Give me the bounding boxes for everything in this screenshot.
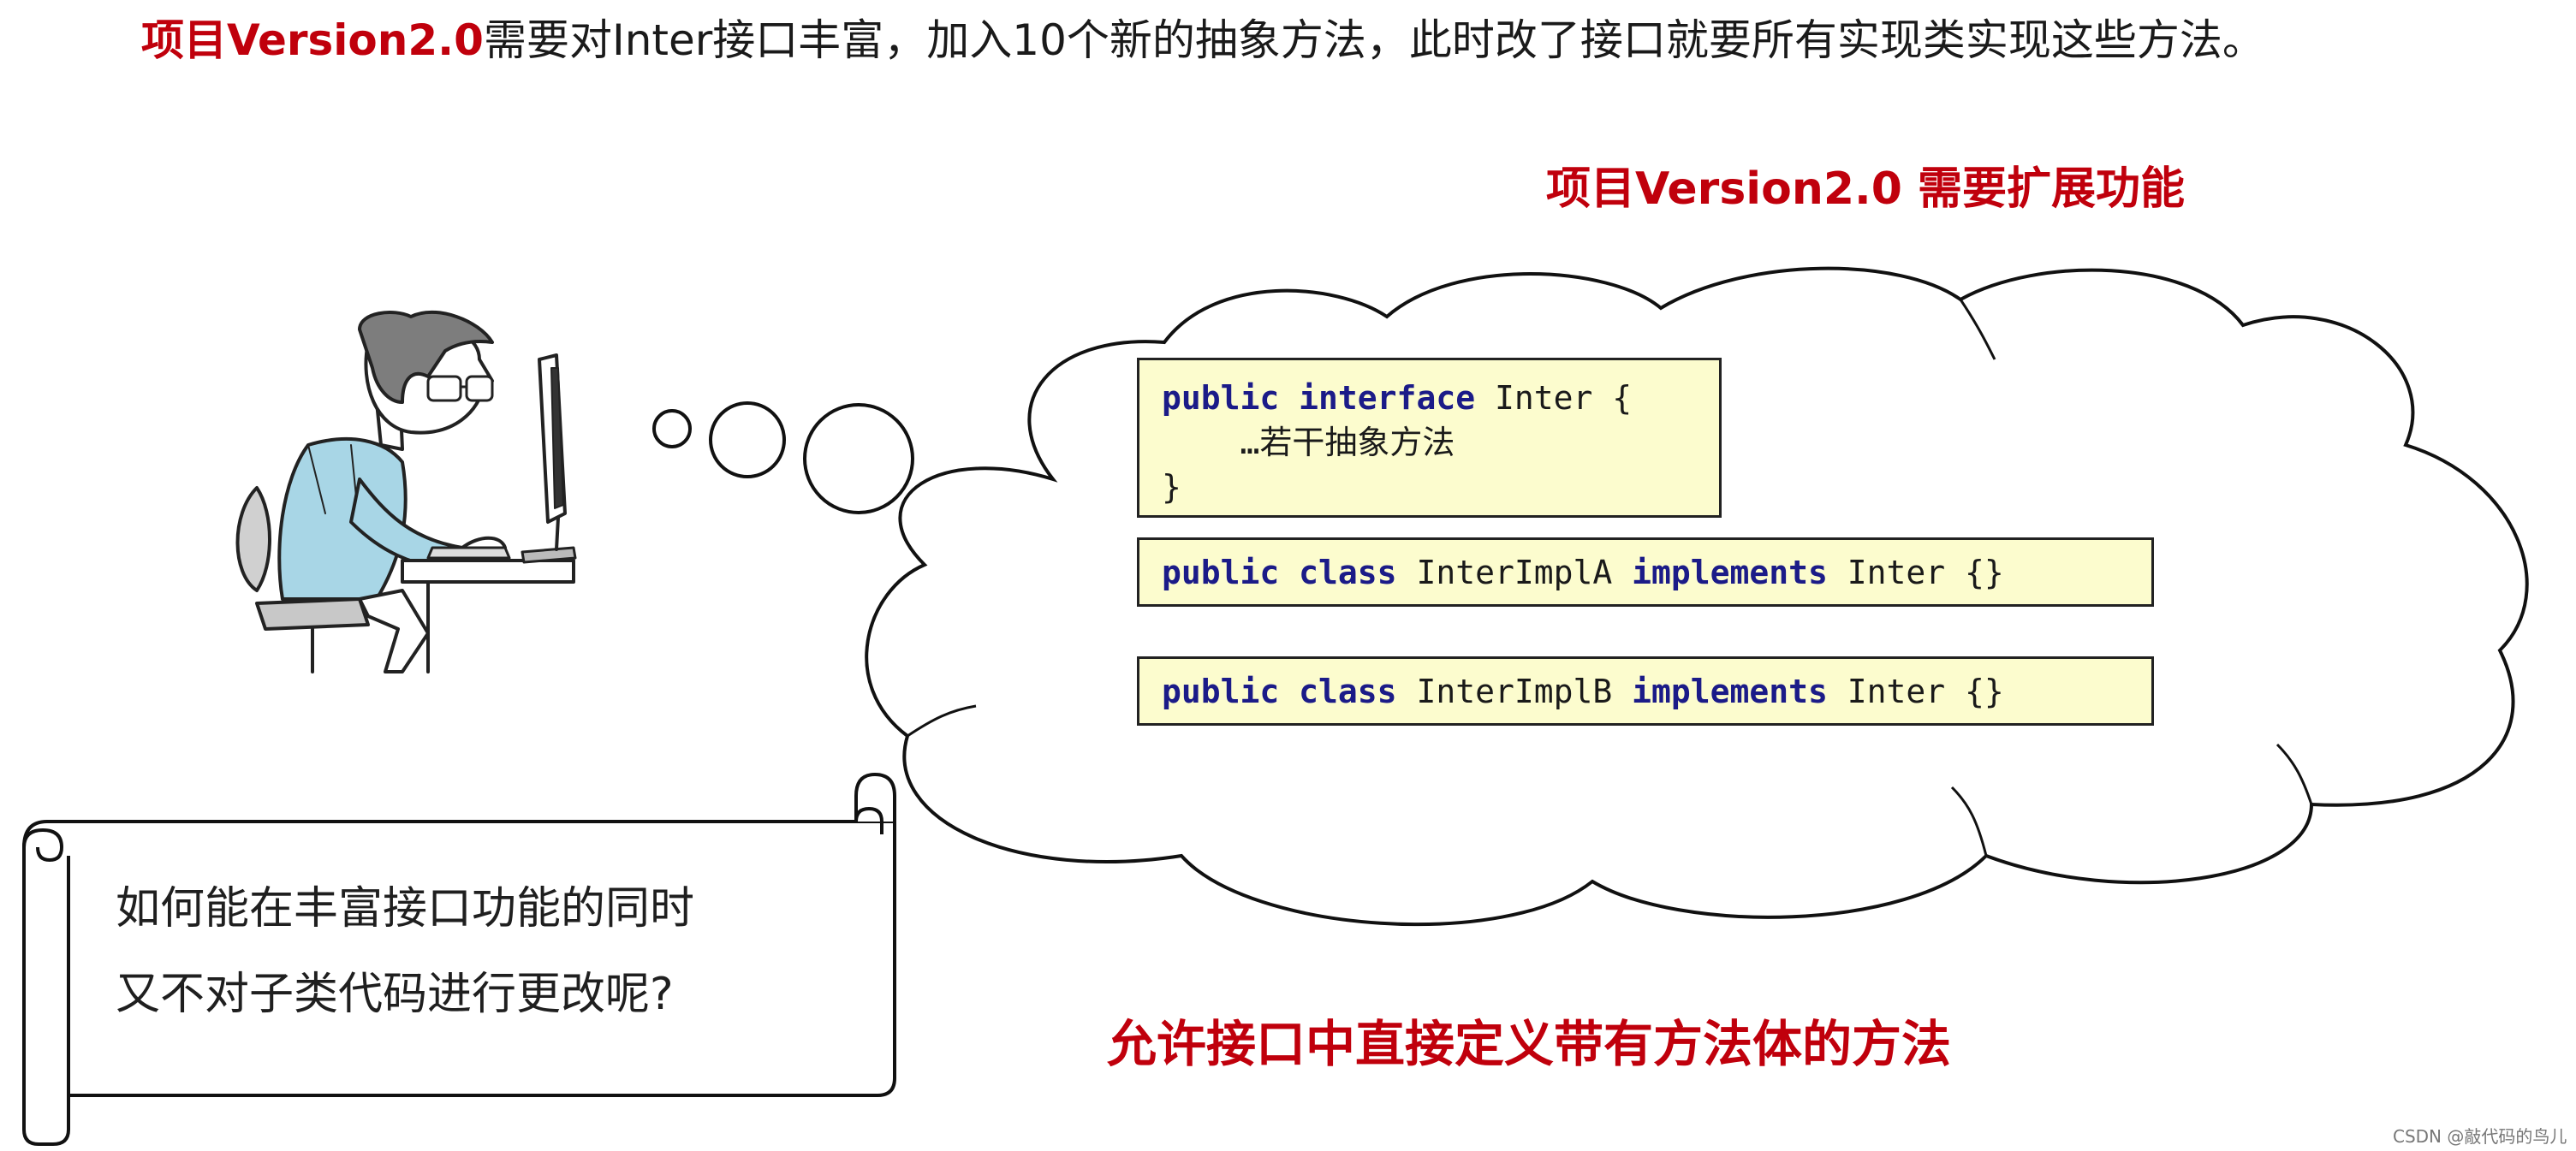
code-interface: public interface Inter { …若干抽象方法 } — [1137, 358, 1722, 518]
code-comment: …若干抽象方法 — [1162, 424, 1455, 461]
code-keyword: implements — [1632, 554, 1828, 591]
headline-text: 需要对Inter接口丰富，加入10个新的抽象方法，此时改了接口就要所有实现类实现… — [483, 15, 2265, 65]
thought-bubbles — [652, 401, 914, 514]
code-text: Inter { — [1475, 379, 1633, 417]
code-impl-b: public class InterImplB implements Inter… — [1137, 656, 2154, 726]
code-keyword: class — [1299, 673, 1397, 710]
scroll-text: 如何能在丰富接口功能的同时 又不对子类代码进行更改呢? — [116, 866, 694, 1037]
answer-text: 允许接口中直接定义带有方法体的方法 — [1107, 1015, 1952, 1073]
headline-highlight: 项目Version2.0 — [141, 15, 484, 65]
subtitle: 项目Version2.0 需要扩展功能 — [1546, 163, 2186, 215]
code-keyword: interface — [1299, 379, 1476, 417]
code-keyword: public — [1162, 379, 1280, 417]
code-keyword: public — [1162, 673, 1280, 710]
code-keyword: public — [1162, 554, 1280, 591]
programmer-illustration — [235, 310, 577, 673]
code-text: } — [1162, 468, 1181, 506]
code-keyword: class — [1299, 554, 1397, 591]
code-impl-a: public class InterImplA implements Inter… — [1137, 537, 2154, 607]
code-keyword: implements — [1632, 673, 1828, 710]
code-text: InterImplB — [1396, 673, 1633, 710]
scroll-line: 又不对子类代码进行更改呢? — [116, 969, 674, 1020]
headline: 项目Version2.0需要对Inter接口丰富，加入10个新的抽象方法，此时改… — [141, 10, 2265, 70]
watermark: CSDN @敲代码的鸟儿 — [2393, 1126, 2567, 1147]
code-text: Inter {} — [1827, 554, 2004, 591]
paper-scroll — [22, 773, 896, 1146]
code-text: Inter {} — [1827, 673, 2004, 710]
code-text: InterImplA — [1396, 554, 1633, 591]
scroll-line: 如何能在丰富接口功能的同时 — [116, 883, 695, 934]
